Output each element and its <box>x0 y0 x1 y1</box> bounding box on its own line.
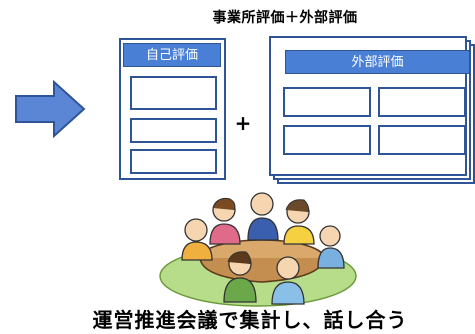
plus-sign: + <box>234 111 252 135</box>
meeting-illustration <box>159 192 357 307</box>
external-evaluation-cell <box>283 125 371 155</box>
self-evaluation-row <box>130 76 217 110</box>
external-evaluation-header: 外部評価 <box>285 50 470 74</box>
self-evaluation-header: 自己評価 <box>123 43 221 67</box>
external-evaluation-cell <box>378 125 466 155</box>
external-evaluation-cell <box>378 87 466 117</box>
caption: 運営推進会議で集計し、話し合う <box>92 308 408 332</box>
self-evaluation-row <box>130 118 217 143</box>
right-arrow-icon <box>15 80 86 138</box>
self-evaluation-row <box>130 149 217 174</box>
external-evaluation-cell <box>283 87 371 117</box>
diagram-title: 事業所評価＋外部評価 <box>212 10 358 26</box>
